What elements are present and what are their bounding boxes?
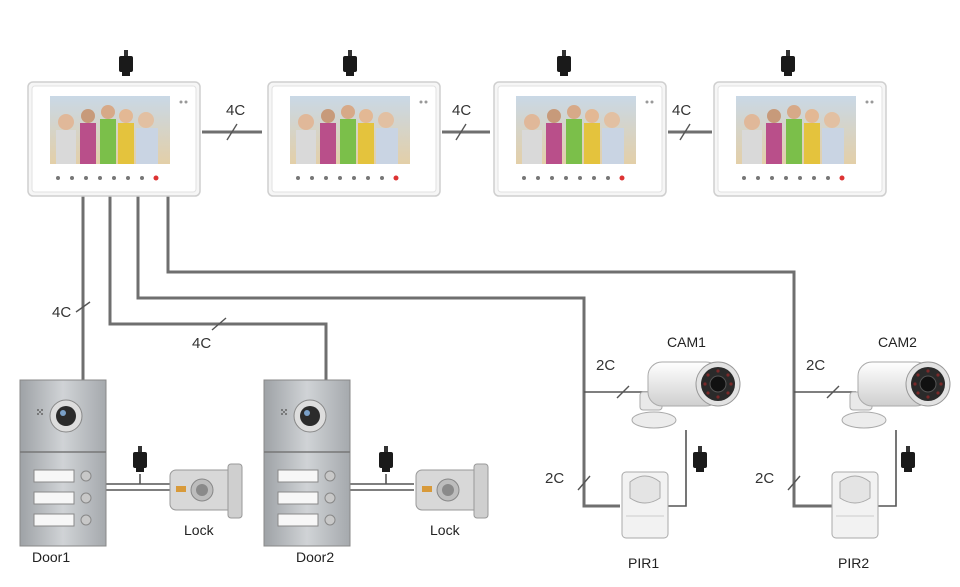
cam2-label: CAM2 — [878, 334, 917, 350]
door2-label: Door2 — [296, 549, 334, 565]
wiring — [75, 123, 897, 508]
lock1-label: Lock — [184, 522, 215, 538]
wire-label-door1: 4C — [52, 304, 71, 321]
door-lock-icon — [415, 463, 489, 519]
wire-label-door2: 4C — [192, 335, 211, 352]
camera-icon — [631, 361, 741, 429]
monitor-2 — [267, 50, 441, 197]
wire-label-monitor-3: 4C — [672, 102, 691, 119]
power-adapter-icon — [379, 446, 393, 472]
power-adapter-icon — [557, 50, 571, 76]
power-adapter-icon — [781, 50, 795, 76]
wire-label-cam2: 2C — [806, 357, 825, 374]
power-adapter-icon — [133, 446, 147, 472]
pir-sensor-icon — [831, 471, 879, 539]
intercom-monitor-icon — [267, 81, 441, 197]
intercom-monitor-icon — [493, 81, 667, 197]
power-adapter-icon — [343, 50, 357, 76]
intercom-monitor-icon — [27, 81, 201, 197]
monitor-3 — [493, 50, 667, 197]
pir2-label: PIR2 — [838, 555, 869, 571]
door-lock-icon — [169, 463, 243, 519]
pir-sensor-icon — [621, 471, 669, 539]
power-adapter-icon — [901, 446, 915, 472]
cam1-label: CAM1 — [667, 334, 706, 350]
door-station-icon — [19, 379, 107, 547]
camera-icon — [841, 361, 951, 429]
wire-label-monitor-1: 4C — [226, 102, 245, 119]
power-adapter-icon — [119, 50, 133, 76]
wire-label-monitor-2: 4C — [452, 102, 471, 119]
monitor-4 — [713, 50, 887, 197]
power-adapter-icon — [693, 446, 707, 472]
wire-label-cam1: 2C — [596, 357, 615, 374]
monitor-1 — [27, 50, 201, 197]
door-station-icon — [263, 379, 351, 547]
wire-label-pir1: 2C — [545, 470, 564, 487]
intercom-monitor-icon — [713, 81, 887, 197]
door1-label: Door1 — [32, 549, 70, 565]
wire-label-pir2: 2C — [755, 470, 774, 487]
pir1-label: PIR1 — [628, 555, 659, 571]
lock2-label: Lock — [430, 522, 461, 538]
